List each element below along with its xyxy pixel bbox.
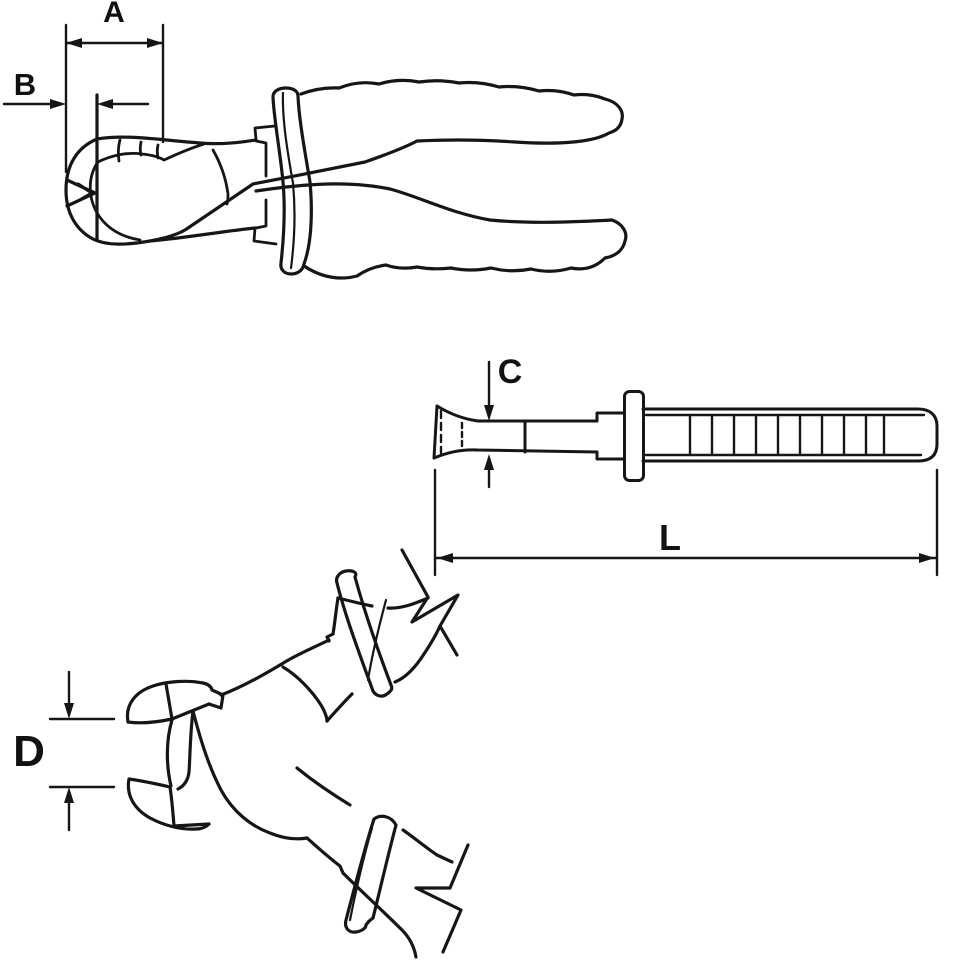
arrowhead [64,703,74,719]
top-view-upper-handle [186,78,624,230]
arrowhead [64,787,74,803]
arrowhead [484,454,494,470]
top-view-drawing [64,78,628,280]
dim-label-c: C [498,353,523,391]
top-view-jaw-notch [65,178,97,208]
perspective-view-drawing [125,548,470,959]
dimension-a [64,23,165,174]
perspective-lower-jaw [126,777,211,831]
top-view-shoulder-steps [252,124,278,246]
side-view-handle-inner-lines [644,413,926,457]
top-view-head-outline [64,135,258,246]
perspective-lower-guard-bar [343,814,398,934]
top-view-head-inner-lines [88,138,230,242]
arrowhead [919,553,935,563]
side-view-collar [623,390,645,482]
dim-label-b: B [14,67,36,102]
arrowhead [484,405,494,421]
dimension-annotations [2,23,939,832]
perspective-upper-guard-face-line [366,598,388,682]
perspective-lower-break [414,843,470,954]
perspective-head-body [191,596,345,875]
arrowhead [50,99,66,109]
dim-label-l: L [659,517,681,558]
side-view-head-and-neck [432,404,599,460]
dimension-c [484,360,494,489]
perspective-lower-handle [295,766,454,959]
perspective-upper-handle [325,596,442,723]
side-view-drawing [432,390,939,482]
side-view-bolster [595,411,626,461]
perspective-upper-guard-bar [334,569,394,698]
perspective-upper-jaw [125,679,225,725]
dim-label-d: D [13,727,45,776]
arrowhead [97,99,113,109]
side-view-handle-outline [641,407,939,463]
perspective-mouth-curves [165,709,195,791]
perspective-upper-break [400,548,460,657]
top-view-guard-bar-face-line [281,91,296,270]
arrowhead [147,38,163,48]
perspective-lower-guard-face-line [348,826,374,922]
top-view-guard-bar [271,86,313,276]
dimension-l [433,468,939,577]
dimension-b [2,99,150,109]
side-view-handle-ribs [688,413,886,457]
arrowhead [66,38,82,48]
dim-label-a: A [103,0,125,29]
dimension-d [48,670,116,832]
arrowhead [437,553,453,563]
top-view-lower-handle [254,182,628,280]
